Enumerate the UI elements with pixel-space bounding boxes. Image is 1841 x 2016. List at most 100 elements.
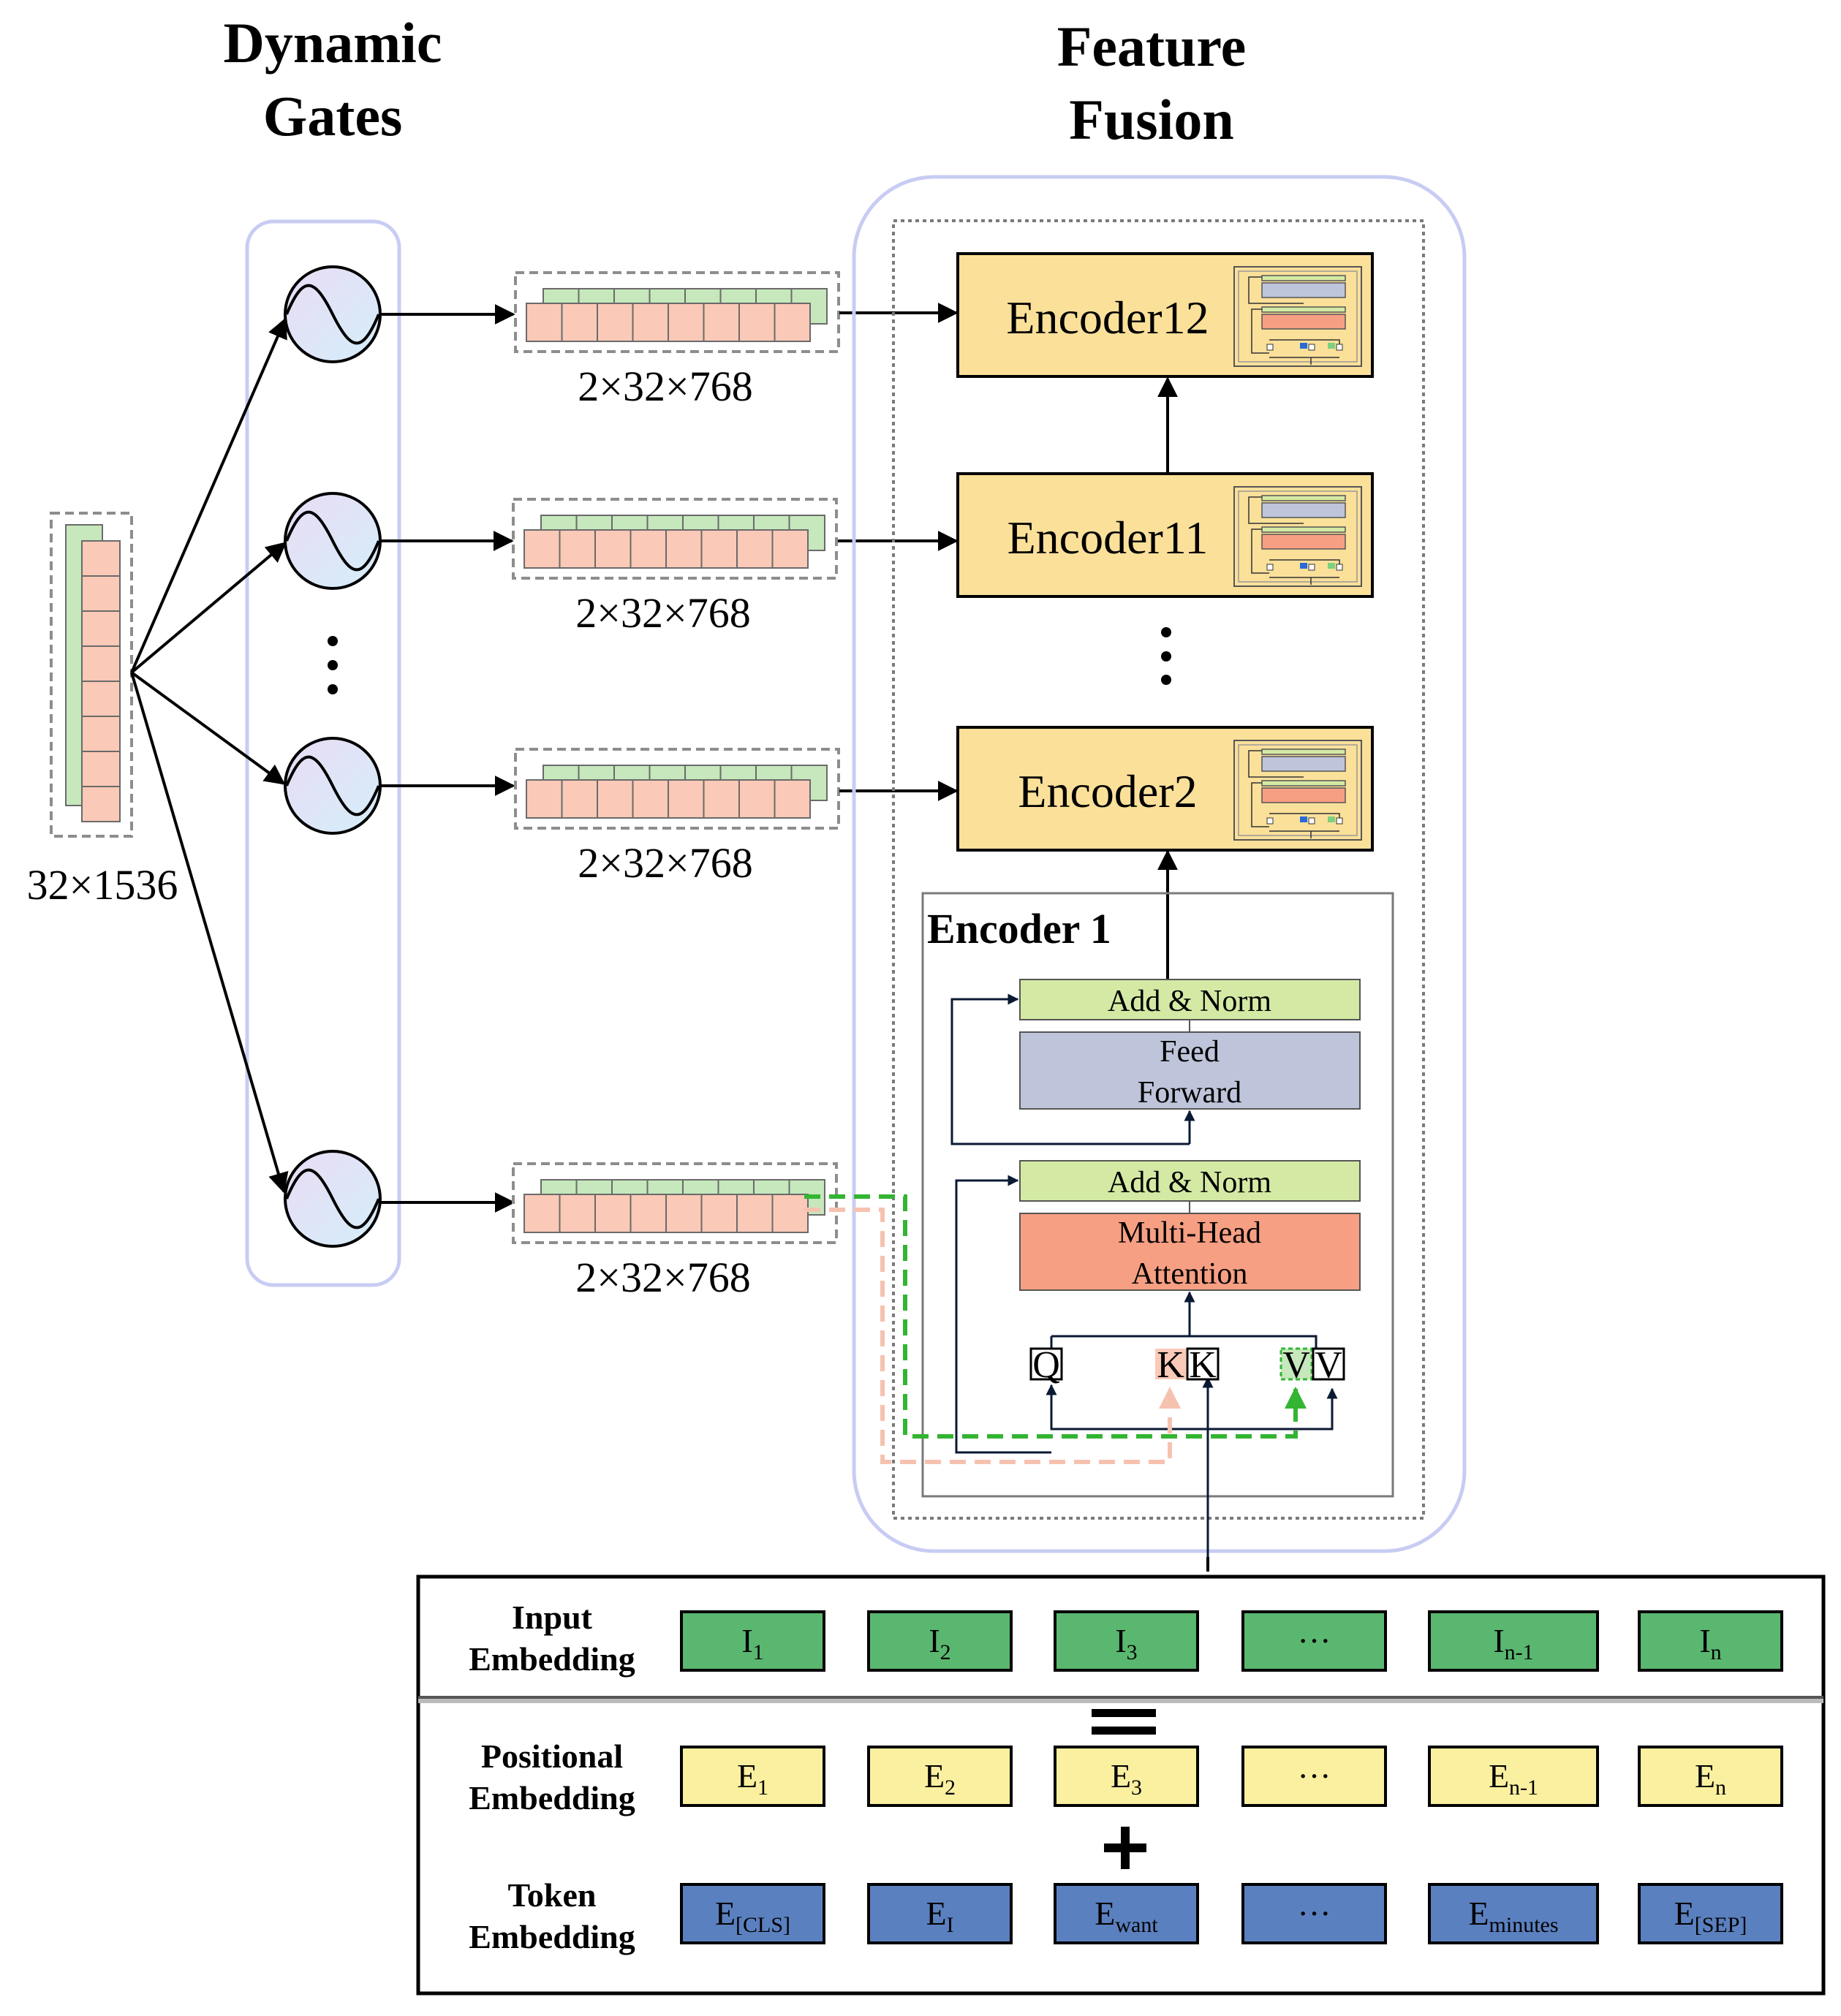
k-label: K [1189,1344,1217,1386]
feature-map-shape-label: 2×32×768 [578,363,752,410]
encoder-label: Encoder2 [1018,765,1197,817]
feature-fusion-title: Feature [1057,15,1246,78]
dynamic-gates-title-line2: Gates [263,84,403,148]
equals-sign-bottom [1092,1727,1156,1735]
v-gate-label: V [1282,1344,1310,1386]
gate-icon [284,492,382,590]
embedding-row-label: Input [512,1599,593,1636]
embedding-token-label: In [1699,1622,1721,1664]
embedding-token [1428,1610,1599,1672]
embedding-token-label: E[CLS] [715,1895,790,1937]
gate-icon [284,265,382,363]
q-input-box [1029,1347,1063,1381]
add-norm-bottom-label: Add & Norm [1108,1166,1271,1200]
k-input-box [1186,1347,1220,1381]
encoder1-detail: Encoder 1 Add & Norm Feed Forward Add & … [804,892,1394,1557]
embedding-row-label-line2: Embedding [469,1918,635,1955]
embedding-row-label-line2: Embedding [469,1779,635,1816]
embedding-token-label: ··· [1298,1757,1331,1795]
v-label: V [1315,1344,1342,1386]
k-gate-box [1155,1349,1186,1379]
feature-map-shape-label: 2×32×768 [578,839,752,887]
input-shape-label: 32×1536 [27,861,178,909]
add-norm-top-label: Add & Norm [1108,985,1271,1018]
attention-label: Multi-Head [1118,1216,1261,1250]
encoder-label: Encoder11 [1008,512,1209,564]
feature-map-shape-label: 2×32×768 [575,589,750,637]
embedding-token-label: En [1695,1757,1726,1800]
embedding-row-label: Token [507,1876,596,1914]
embedding-token [1241,1610,1387,1672]
embedding-token [867,1610,1013,1672]
encoder-vertical-ellipsis [1161,627,1171,685]
embedding-token-label: In-1 [1493,1622,1533,1664]
fanout-arrows [130,317,289,1194]
encoder-block: Encoder11 [956,472,1374,598]
embedding-row-label-line2: Embedding [469,1640,635,1678]
plus-sign-v [1121,1827,1130,1869]
multi-head-attention-block [1019,1213,1361,1291]
embedding-token-label: ··· [1298,1622,1331,1659]
embedding-token [680,1883,825,1944]
embedding-token [1054,1746,1199,1807]
feature-map [514,748,840,830]
embedding-token-label: EI [926,1895,953,1937]
equals-sign-top [1092,1709,1156,1717]
gate-icon [284,737,382,835]
embedding-token-label: E1 [737,1757,768,1800]
encoder-block: Encoder12 [956,252,1374,378]
feed-forward-label-line2: Forward [1138,1076,1241,1110]
embedding-token-label: I3 [1115,1622,1137,1664]
embedding-token [1241,1746,1387,1807]
q-label: Q [1032,1344,1060,1386]
feed-forward-block [1019,1031,1361,1110]
embedding-token-label: ··· [1298,1895,1331,1932]
embedding-token [680,1746,825,1807]
embedding-token [867,1746,1013,1807]
input-feature-vector [50,512,133,838]
v-gate-box [1279,1347,1313,1381]
dynamic-gates-title: Dynamic [224,11,442,75]
feature-maps: 2×32×768 2×32×768 2×32×768 2×32×768 [512,271,840,1301]
attention-label-line2: Attention [1132,1257,1248,1291]
embedding-token [1638,1883,1783,1944]
encoder-stack-dotted-frame [892,219,1425,1520]
feature-fusion-panel [852,175,1467,1553]
encoder1-title: Encoder 1 [927,905,1111,952]
embedding-token [1638,1746,1783,1807]
embedding-token [680,1610,825,1672]
feature-to-encoder-arrows [838,303,959,801]
embedding-token-label: I1 [741,1622,763,1664]
embedding-token [1054,1883,1199,1944]
gate-icon [284,1150,382,1248]
gate-output-arrows [380,304,515,1213]
encoder-block: Encoder2 [956,726,1374,852]
feature-map-shape-label: 2×32×768 [575,1254,750,1301]
embedding-token [1428,1883,1599,1944]
embedding-token-label: E[SEP] [1674,1895,1747,1937]
embedding-token [1638,1610,1783,1672]
encoder-mini-icon [1233,486,1362,587]
embedding-token-label: E3 [1111,1757,1142,1800]
add-norm-top [1019,979,1361,1020]
embedding-row-label: Positional [481,1738,623,1775]
embedding-token [1428,1746,1599,1807]
embedding-token-label: I2 [929,1622,950,1664]
embedding-token [1054,1610,1199,1672]
encoder-mini-icon [1233,266,1362,367]
embedding-token-label: Eminutes [1468,1895,1558,1937]
embedding-token-label: E2 [924,1757,956,1800]
feature-map [512,1162,838,1244]
k-gate-label: K [1157,1344,1184,1386]
vertical-ellipsis [328,636,338,694]
dynamic-gates-panel [245,219,401,1287]
gate-k-path [804,1208,1181,1464]
encoder-mini-icon [1233,740,1362,841]
embedding-token [867,1883,1013,1944]
feature-fusion-title-line2: Fusion [1069,88,1233,151]
